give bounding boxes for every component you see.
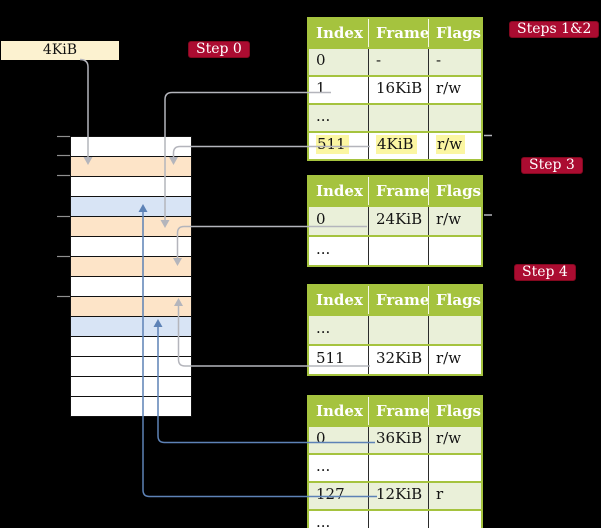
cell-frame: 36KiB <box>369 427 429 453</box>
cell-frame <box>369 237 429 265</box>
table-row: ... <box>309 314 481 344</box>
page-table-4: Index Frame Flags 0 36KiB r/w ... 127 12… <box>307 395 483 528</box>
memory-row-free <box>71 137 191 157</box>
cell-frame <box>369 455 429 481</box>
memory-row-table <box>71 217 191 237</box>
page-table-2: Index Frame Flags 0 24KiB r/w ... <box>307 175 483 267</box>
cell-index: ... <box>309 511 369 528</box>
table-row: ... <box>309 509 481 528</box>
cell-flags <box>429 237 481 265</box>
steps-1-2-badge: Steps 1&2 <box>509 21 600 38</box>
table-1-header: Index Frame Flags <box>309 19 481 47</box>
table-1-header-flags: Flags <box>436 24 481 42</box>
memory-row-free <box>71 277 191 297</box>
cell-flags: r/w <box>429 133 481 159</box>
highlighted-value: 511 <box>316 135 349 154</box>
table-row: 0 36KiB r/w <box>309 425 481 453</box>
memory-address-ticks <box>57 135 70 298</box>
cell-frame: 32KiB <box>369 346 429 374</box>
cell-flags: r/w <box>436 79 462 97</box>
cell-index: 0 <box>309 427 369 453</box>
steps-1-2-label: Steps 1&2 <box>517 21 592 37</box>
table-3-header-frame: Frame <box>369 286 429 314</box>
memory-row-free <box>71 237 191 257</box>
memory-row-free <box>71 337 191 357</box>
table-4-header-flags: Flags <box>436 402 481 420</box>
cell-flags: r <box>436 485 444 503</box>
table-row-highlighted: 511 4KiB r/w <box>309 131 481 159</box>
table-4-header-frame: Frame <box>369 397 429 425</box>
cell-frame: 24KiB <box>369 207 429 235</box>
table-2-header-flags: Flags <box>436 182 481 200</box>
table-row: 127 12KiB r <box>309 481 481 509</box>
step-0-label: Step 0 <box>196 41 242 57</box>
highlighted-value: 4KiB <box>376 135 417 154</box>
table-2-header-frame: Frame <box>369 177 429 205</box>
cell-index: 511 <box>309 133 369 159</box>
step-3-badge: Step 3 <box>521 157 583 174</box>
table-row: 0 24KiB r/w <box>309 205 481 235</box>
cell-frame: 4KiB <box>369 133 429 159</box>
table-2-header-index: Index <box>309 177 369 205</box>
step-4-badge: Step 4 <box>514 264 576 281</box>
cell-flags: r/w <box>436 429 462 447</box>
cell-index: 127 <box>309 483 369 509</box>
step-3-label: Step 3 <box>529 157 575 173</box>
cell-flags: r/w <box>436 349 462 367</box>
cell-flags <box>429 105 481 131</box>
table-3-header-index: Index <box>309 286 369 314</box>
memory-row-page <box>71 317 191 337</box>
frame-address-label: 4KiB <box>42 42 78 58</box>
cell-index: ... <box>309 316 369 344</box>
table-row: 1 16KiB r/w <box>309 75 481 103</box>
memory-row-free <box>71 177 191 197</box>
memory-row-free <box>71 397 191 416</box>
page-table-1: Index Frame Flags 0 - - 1 16KiB r/w ... … <box>307 17 483 161</box>
table-1-header-index: Index <box>309 19 369 47</box>
table-3-header: Index Frame Flags <box>309 286 481 314</box>
cell-frame: 16KiB <box>369 77 429 103</box>
memory-column <box>70 136 192 417</box>
table-4-header: Index Frame Flags <box>309 397 481 425</box>
table-row: ... <box>309 103 481 131</box>
cell-flags <box>429 316 481 344</box>
cell-frame <box>369 105 429 131</box>
table-row: ... <box>309 235 481 265</box>
table-2-header: Index Frame Flags <box>309 177 481 205</box>
cell-frame <box>369 316 429 344</box>
step-0-badge: Step 0 <box>188 41 250 58</box>
step-4-label: Step 4 <box>522 264 568 280</box>
cell-flags <box>429 455 481 481</box>
cell-flags <box>429 511 481 528</box>
table-row: 0 - - <box>309 47 481 75</box>
cell-flags: - <box>436 51 442 69</box>
memory-row-table <box>71 257 191 277</box>
cell-frame <box>369 511 429 528</box>
cell-index: 0 <box>309 207 369 235</box>
memory-row-page <box>71 197 191 217</box>
cell-frame: 12KiB <box>369 483 429 509</box>
cell-index: ... <box>309 455 369 481</box>
table-1-header-frame: Frame <box>369 19 429 47</box>
cell-flags: r/w <box>436 210 462 228</box>
cell-index: ... <box>309 105 369 131</box>
memory-row-free <box>71 377 191 397</box>
table-4-header-index: Index <box>309 397 369 425</box>
table-3-header-flags: Flags <box>436 291 481 309</box>
cell-index: ... <box>309 237 369 265</box>
cell-index: 0 <box>309 49 369 75</box>
memory-row-free <box>71 357 191 377</box>
memory-row-table <box>71 157 191 177</box>
cell-index: 1 <box>309 77 369 103</box>
frame-address-box: 4KiB <box>1 41 119 60</box>
highlighted-value: r/w <box>436 135 466 154</box>
table-row: 511 32KiB r/w <box>309 344 481 374</box>
cell-frame: - <box>369 49 429 75</box>
page-table-3: Index Frame Flags ... 511 32KiB r/w <box>307 284 483 376</box>
table-row: ... <box>309 453 481 481</box>
cell-index: 511 <box>309 346 369 374</box>
memory-row-table <box>71 297 191 317</box>
